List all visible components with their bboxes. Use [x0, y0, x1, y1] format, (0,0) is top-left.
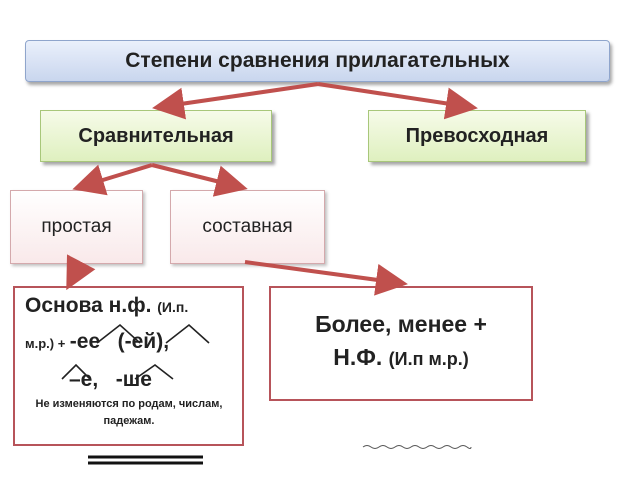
compound-rule-line-2: Н.Ф. (И.п м.р.): [281, 341, 521, 374]
simple-form-rule-box: Основа н.ф. (И.п. м.р.) + -ее (-ей), –е,…: [13, 286, 244, 446]
diagram-title: Степени сравнения прилагательных: [25, 40, 610, 82]
arrow-title-to-superlative: [317, 82, 478, 120]
arrow-title-to-comparative: [152, 82, 319, 120]
compound-rule-line-1: Более, менее +: [315, 311, 487, 337]
nominative-note-text: (И.п м.р.): [388, 349, 469, 370]
arrow-comparative-to-compound: [151, 163, 248, 197]
superlative-label: Превосходная: [405, 124, 549, 147]
gender-note-text: м.р.) +: [25, 336, 66, 351]
simple-rule-line-2: м.р.) + -ее (-ей),: [25, 330, 169, 354]
simple-label: простая: [41, 216, 112, 237]
simple-rule-line-3: –е, -ше: [69, 368, 152, 391]
nominative-form-text: Н.Ф.: [333, 344, 383, 371]
simple-form-node: простая: [10, 190, 143, 264]
base-form-text: Основа н.ф.: [25, 294, 152, 317]
arrow-compound-to-rule: [244, 260, 408, 296]
compound-form-node: составная: [170, 190, 325, 264]
superlative-degree-node: Превосходная: [368, 110, 586, 162]
suffixes-text: -ее (-ей),: [69, 330, 170, 353]
simple-rule-line-1: Основа н.ф. (И.п.: [25, 294, 188, 318]
comparative-label: Сравнительная: [78, 124, 234, 147]
compound-form-rule-box: Более, менее + Н.Ф. (И.п м.р.): [269, 286, 533, 401]
case-note-text: (И.п.: [157, 299, 189, 315]
diagram-title-text: Степени сравнения прилагательных: [125, 49, 510, 72]
wavy-underline: [362, 445, 472, 449]
simple-rule-note: Не изменяются по родам, числам, падежам.: [35, 398, 223, 428]
compound-label: составная: [202, 216, 293, 237]
arrow-comparative-to-simple: [72, 163, 153, 196]
arrow-simple-to-rule: [66, 254, 96, 291]
comparative-degree-node: Сравнительная: [40, 110, 272, 162]
